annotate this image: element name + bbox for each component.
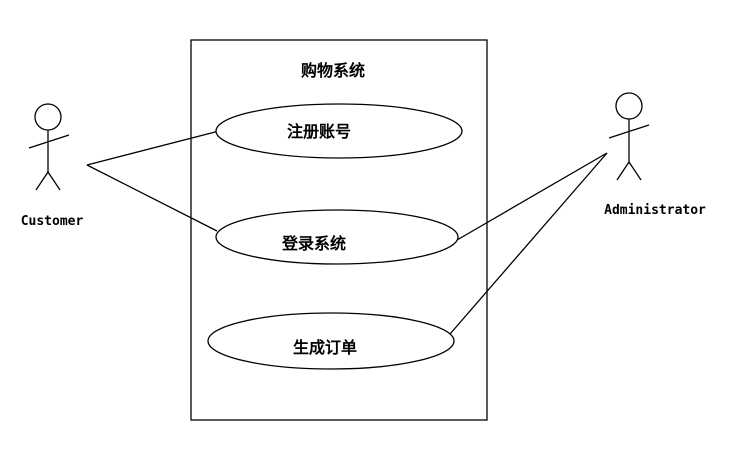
use-case-login[interactable]: 登录系统: [215, 209, 459, 265]
actor-customer-arms: [28, 134, 70, 149]
association-lines: [86, 130, 608, 335]
actor-administrator-label: Administrator: [604, 203, 706, 218]
system-boundary: [190, 39, 488, 421]
actor-customer-right-leg: [47, 171, 61, 191]
actor-administrator-left-leg: [616, 161, 630, 181]
use-case-order[interactable]: 生成订单: [207, 312, 455, 370]
use-case-register-label: 注册账号: [287, 122, 351, 141]
actor-administrator-right-leg: [628, 161, 642, 181]
use-case-login-label: 登录系统: [281, 234, 346, 253]
use-case-login-ellipse: [215, 209, 459, 265]
actor-administrator-head-icon: [615, 92, 643, 120]
actor-customer[interactable]: Customer: [21, 103, 84, 229]
system-title: 购物系统: [301, 61, 365, 80]
association-customer-register: [86, 130, 220, 166]
actor-customer-left-leg: [35, 171, 49, 191]
use-case-register-ellipse: [215, 103, 463, 159]
association-admin-login: [456, 152, 608, 241]
use-case-order-ellipse: [207, 312, 455, 370]
use-case-register[interactable]: 注册账号: [215, 103, 463, 159]
association-admin-order: [449, 152, 608, 335]
actor-administrator[interactable]: Administrator: [604, 92, 706, 218]
actor-customer-label: Customer: [21, 214, 84, 229]
use-case-order-label: 生成订单: [293, 338, 357, 357]
actor-customer-head-icon: [34, 103, 62, 131]
actor-administrator-arms: [608, 124, 650, 139]
association-customer-login: [86, 164, 218, 232]
